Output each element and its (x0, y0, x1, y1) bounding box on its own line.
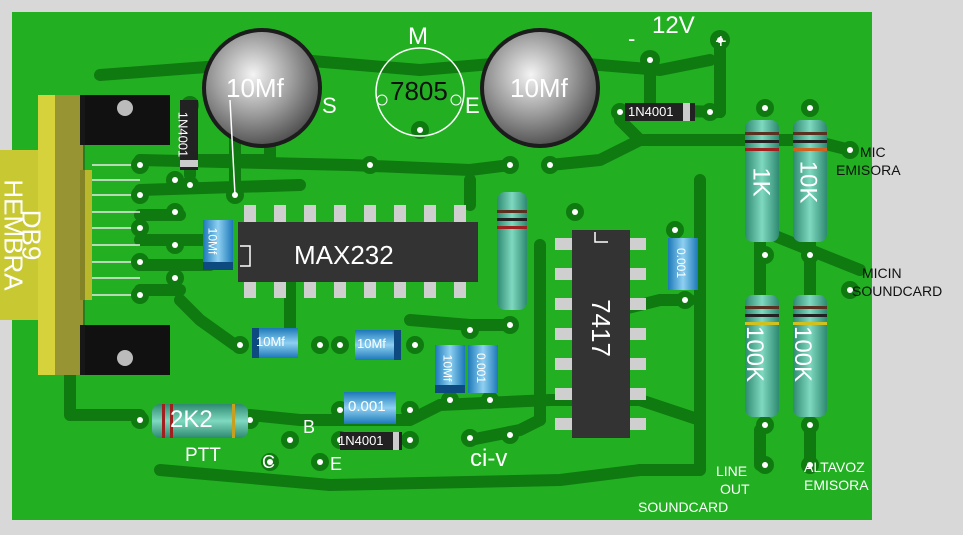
regulator-7805 (375, 47, 465, 137)
label-regulator-s: S (322, 93, 337, 118)
label-micin-line1: MICIN (862, 265, 902, 281)
db9-connector (0, 95, 170, 375)
label-transistor-b: B (303, 417, 316, 437)
label-regulator-m: M (408, 23, 428, 50)
diode-bottom (340, 432, 402, 450)
label-cap-001-b: 0.001 (348, 398, 386, 415)
label-transistor-c: C (262, 452, 275, 472)
label-cap-small-c: 10Mf (357, 336, 386, 351)
label-cap-001-a: 0.001 (474, 352, 489, 384)
capacitor-small-a (203, 220, 233, 270)
label-cap-small-a: 10Mf (205, 227, 220, 255)
label-transistor-e: E (330, 454, 343, 474)
label-diode-left: 1N4001 (175, 111, 191, 158)
capacitor-small-c (355, 330, 401, 360)
capacitor-001-b (344, 392, 396, 424)
diode-left (180, 100, 198, 170)
capacitor-small-d (435, 345, 465, 393)
label-cap-large-left: 10Mf (226, 73, 284, 103)
resistor-100k-b (793, 295, 827, 417)
capacitor-large-left (202, 28, 322, 148)
resistor-2k2 (152, 404, 248, 438)
pad-holes (137, 37, 853, 468)
label-mic-line1: MIC (860, 144, 886, 160)
label-resistor-10k: 10K (794, 160, 822, 204)
capacitor-001-c (668, 238, 698, 290)
label-cap-large-right: 10Mf (510, 73, 568, 103)
label-resistor-2k2: 2K2 (170, 406, 213, 433)
label-cap-small-b: 10Mf (256, 334, 285, 349)
label-micin-line2: SOUNDCARD (852, 283, 943, 299)
resistor-10k (793, 120, 827, 242)
label-diode-bottom: 1N4001 (338, 433, 384, 448)
ic-max232 (238, 205, 478, 298)
label-cap-001-c: 0.001 (674, 247, 689, 279)
label-altavoz-line1: ALTAVOZ (804, 459, 865, 475)
label-diode-top: 1N4001 (628, 104, 674, 119)
label-civ: ci-v (470, 445, 508, 472)
capacitor-001-a (468, 345, 498, 393)
label-regulator-part: 7805 (390, 76, 448, 106)
label-plus: + (715, 31, 727, 53)
label-resistor-100k-a: 100K (741, 325, 769, 383)
label-lineout-line2: OUT (720, 481, 750, 497)
capacitor-large-right (480, 28, 600, 148)
ic-7417 (555, 230, 646, 438)
capacitor-small-b (252, 328, 298, 358)
label-resistor-100k-b: 100K (789, 325, 817, 383)
label-cap-small-d: 10Mf (440, 354, 455, 382)
label-minus: - (628, 26, 636, 51)
resistor-100k-a (745, 295, 779, 417)
label-regulator-e: E (465, 93, 480, 118)
diode-top (625, 103, 695, 121)
label-lineout-line3: SOUNDCARD (638, 499, 729, 515)
label-ic-max232: MAX232 (294, 240, 394, 270)
resistor-vertical-middle (497, 192, 527, 310)
label-mic-line2: EMISORA (836, 162, 901, 178)
label-db9-line2: HEMBRA (0, 179, 29, 291)
label-ic-7417: 7417 (585, 299, 616, 357)
resistor-1k (745, 120, 779, 242)
label-ptt: PTT (185, 445, 221, 466)
label-resistor-1k: 1K (747, 167, 775, 197)
label-lineout-line1: LINE (716, 463, 748, 479)
label-12v: 12V (652, 12, 695, 39)
label-altavoz-line2: EMISORA (804, 477, 869, 493)
